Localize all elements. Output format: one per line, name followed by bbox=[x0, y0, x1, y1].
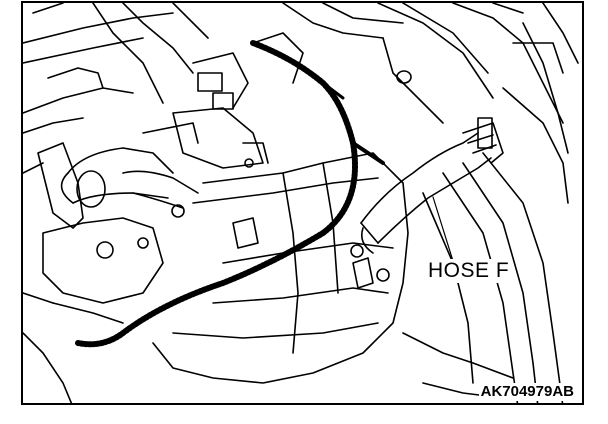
wiring-harness bbox=[75, 40, 385, 348]
hose-f-leader-line bbox=[432, 196, 454, 262]
hose-f-callout-label: HOSE F bbox=[426, 259, 512, 283]
engine-bay-illustration bbox=[23, 3, 579, 403]
diagram-frame: HOSE F AK704979AB bbox=[21, 1, 584, 405]
upper-right-body bbox=[282, 3, 579, 204]
hose-f bbox=[360, 117, 504, 254]
lower-right-frame bbox=[402, 152, 564, 403]
upper-left-body-panels bbox=[23, 3, 209, 174]
center-housing bbox=[152, 152, 409, 384]
figure-code: AK704979AB bbox=[478, 383, 576, 401]
left-pipe-assembly bbox=[23, 142, 199, 403]
